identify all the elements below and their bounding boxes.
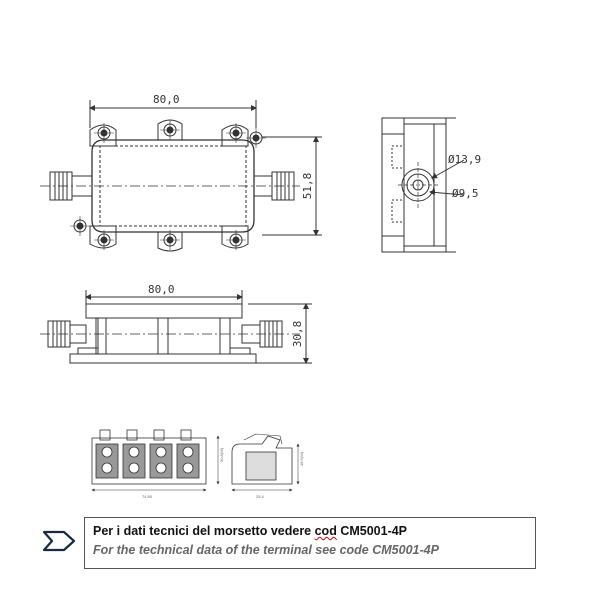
screw-hole	[160, 120, 180, 140]
side-view	[381, 117, 465, 253]
mount-hole	[70, 216, 90, 236]
inner-diameter-label: Ø9,5	[452, 187, 479, 200]
front-view	[40, 290, 312, 364]
chevron-right-icon	[42, 530, 76, 552]
technical-note-box: Per i dati tecnici del morsetto vedere c…	[84, 517, 536, 569]
screw-hole	[94, 230, 114, 250]
italian-note: Per i dati tecnici del morsetto vedere c…	[93, 524, 407, 538]
terminal-width-label: 74.80	[142, 494, 153, 499]
front-view-height-dimension: 30,8	[291, 321, 304, 348]
terminal-side-height-label: 18.5(W)	[299, 451, 304, 466]
mount-hole	[246, 128, 266, 148]
screw-hole	[226, 123, 246, 143]
top-view-height-dimension: 51,8	[301, 173, 314, 200]
front-view-width-dimension: 80,0	[148, 283, 175, 296]
screw-hole	[94, 123, 114, 143]
top-view-width-dimension: 80,0	[153, 93, 180, 106]
english-note: For the technical data of the terminal s…	[93, 543, 439, 557]
terminal-block-side	[216, 433, 300, 492]
italian-note-code: cod	[314, 524, 337, 538]
screw-hole	[160, 230, 180, 250]
italian-note-suffix: CM5001-4P	[336, 524, 408, 538]
screw-hole	[226, 230, 246, 250]
italian-note-prefix: Per i dati tecnici del morsetto vedere	[93, 524, 315, 538]
terminal-height-label: 30.8(W)	[219, 447, 224, 462]
top-view-screws	[70, 120, 266, 250]
top-view	[40, 100, 322, 252]
outer-diameter-label: Ø13,9	[448, 153, 481, 166]
terminal-side-label: 25.4	[256, 494, 265, 499]
terminal-block-front	[91, 429, 207, 492]
